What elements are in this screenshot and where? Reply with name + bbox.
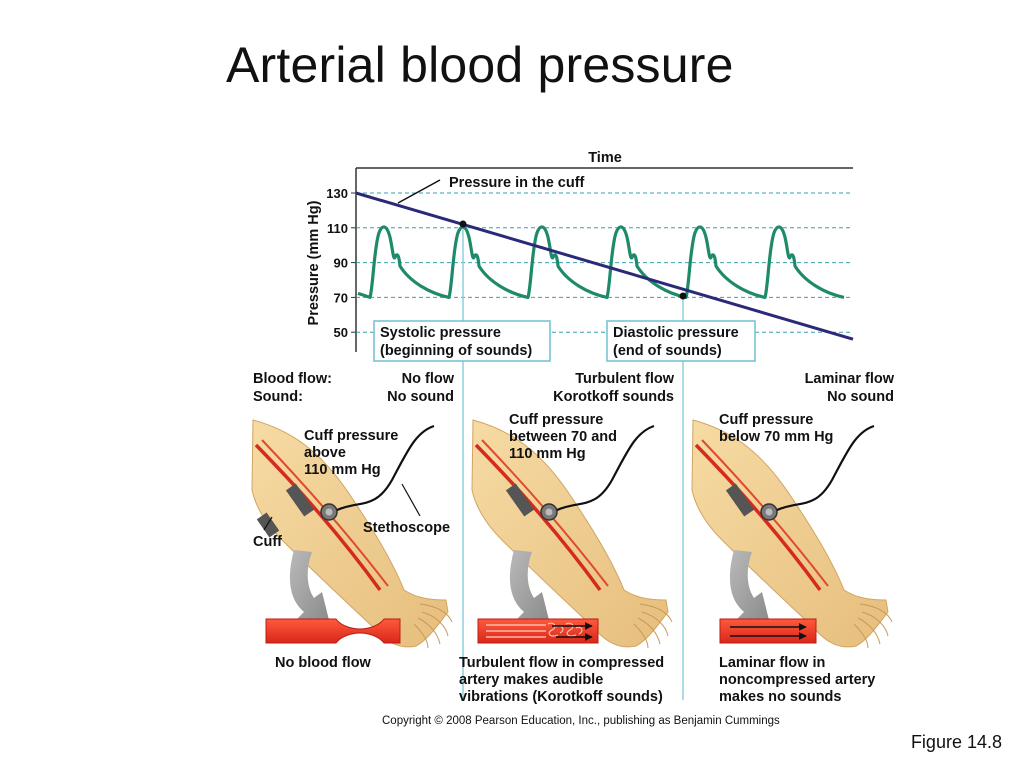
- panel-turbulent-flow: Cuff pressure between 70 and 110 mm Hg T…: [459, 412, 673, 705]
- panel2-caption-2: artery makes audible: [459, 672, 603, 688]
- stethoscope-icon: [540, 424, 655, 521]
- panel2-sound: Korotkoff sounds: [553, 389, 674, 405]
- panel1-cuff-text-1: Cuff pressure: [304, 428, 398, 444]
- y-tick-50: 50: [334, 325, 348, 340]
- y-tick-110: 110: [327, 221, 348, 236]
- y-tick-labels: 130 110 90 70 50: [326, 186, 348, 340]
- panel2-caption-3: vibrations (Korotkoff sounds): [459, 689, 663, 705]
- cuff-label-leader: [397, 179, 441, 204]
- panel3-blood-flow: Laminar flow: [805, 371, 895, 387]
- sound-row-label: Sound:: [253, 389, 303, 405]
- panel3-sound: No sound: [827, 389, 894, 405]
- panel2-cuff-text-1: Cuff pressure: [509, 412, 603, 428]
- panel2-cuff-text-3: 110 mm Hg: [509, 446, 586, 462]
- diastolic-point: [679, 292, 687, 300]
- stethoscope-icon: [320, 424, 435, 521]
- y-tick-90: 90: [334, 256, 348, 271]
- cuff-icon: [725, 483, 755, 517]
- diastolic-box: Diastolic pressure (end of sounds): [606, 320, 756, 362]
- panel3-caption-2: noncompressed artery: [719, 672, 875, 688]
- stethoscope-leader: [401, 483, 421, 517]
- panel3-caption-1: Laminar flow in: [719, 655, 825, 671]
- panel1-caption-1: No blood flow: [275, 655, 372, 671]
- panel1-sound: No sound: [387, 389, 454, 405]
- cuff-pressure-line: [355, 191, 854, 341]
- panel2-cuff-text-2: between 70 and: [509, 429, 617, 445]
- curved-arrow-icon: [729, 550, 770, 624]
- y-tick-130: 130: [326, 186, 348, 201]
- slide-title: Arterial blood pressure: [226, 37, 734, 93]
- cuff-leader: [263, 516, 273, 531]
- cuff-line-label: Pressure in the cuff: [449, 175, 585, 191]
- systolic-point: [459, 220, 467, 228]
- copyright-notice: Copyright © 2008 Pearson Education, Inc.…: [382, 715, 780, 727]
- panel1-cuff-text-2: above: [304, 445, 346, 461]
- pressure-graph: Time Pressure (mm Hg) 130 110 90 70 50 Press…: [306, 150, 854, 700]
- curved-arrow-icon: [289, 550, 330, 624]
- figure-label: Figure 14.8: [910, 732, 1002, 752]
- panel2-caption-1: Turbulent flow in compressed: [459, 655, 664, 671]
- svg-text:Systolic pressure: Systolic pressure: [380, 325, 501, 341]
- panel1-blood-flow: No flow: [402, 371, 455, 387]
- blood-flow-row-label: Blood flow:: [253, 371, 332, 387]
- flow-sound-labels: Blood flow: Sound: No flow No sound Turb…: [253, 371, 895, 405]
- panel3-cuff-text-2: below 70 mm Hg: [719, 429, 833, 445]
- artery-icon: [477, 618, 599, 644]
- svg-text:(end of sounds): (end of sounds): [613, 343, 722, 359]
- pulse-wave: [357, 225, 845, 299]
- artery-icon: [719, 618, 817, 644]
- panel2-blood-flow: Turbulent flow: [575, 371, 675, 387]
- y-axis-label: Pressure (mm Hg): [306, 200, 322, 325]
- stethoscope-icon: [760, 424, 875, 521]
- svg-text:(beginning of sounds): (beginning of sounds): [380, 343, 532, 359]
- panel-no-flow: Cuff pressure above 110 mm Hg Stethoscop…: [251, 419, 453, 671]
- x-axis-label: Time: [588, 150, 622, 166]
- cuff-icon: [285, 483, 315, 517]
- systolic-box: Systolic pressure (beginning of sounds): [373, 320, 551, 362]
- cuff-label: Cuff: [253, 534, 282, 550]
- panel-laminar-flow: Cuff pressure below 70 mm Hg Laminar flo…: [691, 412, 893, 705]
- panel3-cuff-text-1: Cuff pressure: [719, 412, 813, 428]
- y-tick-70: 70: [334, 290, 348, 305]
- artery-icon: [265, 618, 401, 644]
- cuff-icon: [256, 512, 280, 538]
- cuff-icon: [505, 483, 535, 517]
- svg-text:Diastolic pressure: Diastolic pressure: [613, 325, 739, 341]
- arm-illustration-icon: [691, 419, 893, 649]
- stethoscope-label: Stethoscope: [363, 520, 450, 536]
- curved-arrow-icon: [509, 550, 550, 624]
- panel3-caption-3: makes no sounds: [719, 689, 841, 705]
- panel1-cuff-text-3: 110 mm Hg: [304, 462, 381, 478]
